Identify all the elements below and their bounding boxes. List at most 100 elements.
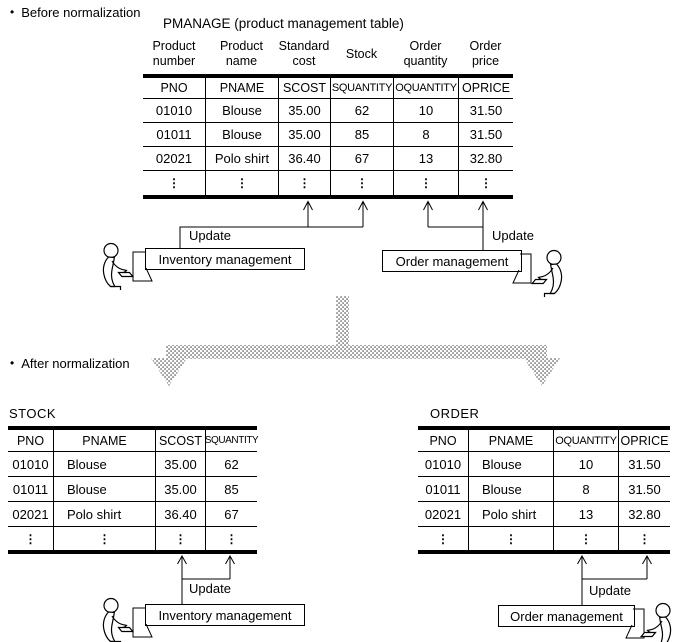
column-header: PNAME [53, 430, 155, 452]
ellipsis-cell: ⋮ [468, 527, 553, 550]
table-cell: 02021 [143, 147, 205, 171]
column-header: PNO [418, 430, 468, 452]
ellipsis-cell: ⋮ [618, 527, 670, 550]
table-cell: 62 [330, 99, 393, 123]
up-arrowhead-icon [478, 200, 488, 211]
column-header: SCOST [155, 430, 205, 452]
inventory-management-box: Inventory management [145, 604, 305, 626]
table-cell: 01011 [8, 477, 53, 502]
table-cell: Blouse [53, 452, 155, 477]
table-cell: 10 [553, 452, 618, 477]
order-management-box: Order management [382, 250, 522, 272]
update-label: Update [189, 581, 231, 596]
table-cell: Blouse [53, 477, 155, 502]
table-cell: 85 [330, 123, 393, 147]
ellipsis-cell: ⋮ [205, 171, 278, 195]
table-cell: 13 [553, 502, 618, 527]
ellipsis-cell: ⋮ [168, 176, 180, 190]
stock-table-title: STOCK [9, 406, 57, 421]
person-at-computer-icon [531, 249, 563, 298]
table-cell: 35.00 [155, 452, 205, 477]
desc-line: Order [409, 39, 442, 53]
up-arrowhead-icon [177, 554, 187, 565]
ellipsis-cell: ⋮ [553, 527, 618, 550]
table-cell: 62 [205, 452, 257, 477]
after-normalization-label: After normalization [21, 356, 130, 371]
table-cell: 36.40 [155, 502, 205, 527]
table-cell: Polo shirt [205, 147, 278, 171]
table-cell: 01011 [143, 123, 205, 147]
column-header: SCOST [278, 78, 330, 99]
column-header: OQUANTITY [553, 430, 618, 452]
desc-line: quantity [403, 54, 448, 68]
table-cell: 32.80 [458, 147, 513, 171]
person-at-computer-icon [102, 242, 134, 291]
table-cell: 67 [205, 502, 257, 527]
before-normalization-label: Before normalization [21, 5, 141, 20]
table-cell: Blouse [205, 99, 278, 123]
transition-arrow-stem [336, 296, 349, 346]
desc-line: Order [469, 39, 502, 53]
bullet-icon: • [10, 5, 15, 19]
order-update-connector-top [423, 200, 488, 250]
order-management-box: Order management [498, 605, 635, 627]
stock-table: PNO PNAME SCOST SQUANTITY 01010 Blouse 3… [8, 426, 259, 554]
table-cell: 35.00 [278, 99, 330, 123]
up-arrowhead-icon [423, 200, 433, 211]
update-label: Update [492, 228, 534, 243]
table-cell: 31.50 [618, 477, 670, 502]
order-table-title: ORDER [430, 406, 480, 421]
desc-line: Product [219, 39, 264, 53]
inventory-management-box: Inventory management [145, 248, 305, 270]
table-cell: Polo shirt [468, 502, 553, 527]
column-header: PNAME [205, 78, 278, 99]
ellipsis-cell: ⋮ [458, 171, 513, 195]
table-cell: Blouse [468, 452, 553, 477]
table-cell: 8 [553, 477, 618, 502]
pmanage-title: PMANAGE (product management table) [163, 16, 404, 31]
transition-arrowhead-left-icon [151, 358, 187, 386]
ellipsis-cell: ⋮ [155, 527, 205, 550]
table-cell: 67 [330, 147, 393, 171]
table-cell: 01010 [143, 99, 205, 123]
table-cell: 35.00 [155, 477, 205, 502]
pmanage-table: PNO PNAME SCOST SQUANTITY OQUANTITY OPRI… [143, 74, 513, 199]
column-header: OPRICE [458, 78, 513, 99]
column-description-stock: Stock [330, 39, 393, 69]
transition-arrowhead-right-icon [524, 358, 560, 386]
ellipsis-cell: ⋮ [205, 527, 257, 550]
table-cell: 8 [393, 123, 458, 147]
table-cell: Polo shirt [53, 502, 155, 527]
up-arrowhead-icon [642, 554, 652, 565]
up-arrowhead-icon [225, 554, 235, 565]
normalization-transition-arrow [151, 296, 560, 386]
person-at-computer-icon [640, 602, 672, 642]
table-cell: 31.50 [618, 452, 670, 477]
after-normalization-heading: •After normalization [10, 356, 130, 371]
column-header: SQUANTITY [330, 78, 393, 99]
ellipsis-cell: ⋮ [278, 171, 330, 195]
table-cell: 02021 [8, 502, 53, 527]
column-header: PNAME [468, 430, 553, 452]
table-cell: 01010 [418, 452, 468, 477]
desc-line: Stock [345, 46, 378, 61]
desc-line: Standard [278, 39, 330, 53]
desc-line: cost [292, 54, 316, 68]
ellipsis-cell: ⋮ [393, 171, 458, 195]
table-cell: 31.50 [458, 123, 513, 147]
update-label: Update [189, 228, 231, 243]
ellipsis-cell: ⋮ [330, 171, 393, 195]
table-cell: 31.50 [458, 99, 513, 123]
desc-line: number [152, 54, 196, 68]
up-arrowhead-icon [303, 200, 313, 211]
column-header: PNO [143, 78, 205, 99]
table-cell: 32.80 [618, 502, 670, 527]
desc-line: Product [152, 39, 196, 53]
column-header: SQUANTITY [205, 430, 259, 452]
column-header: PNO [8, 430, 53, 452]
update-label: Update [589, 583, 631, 598]
